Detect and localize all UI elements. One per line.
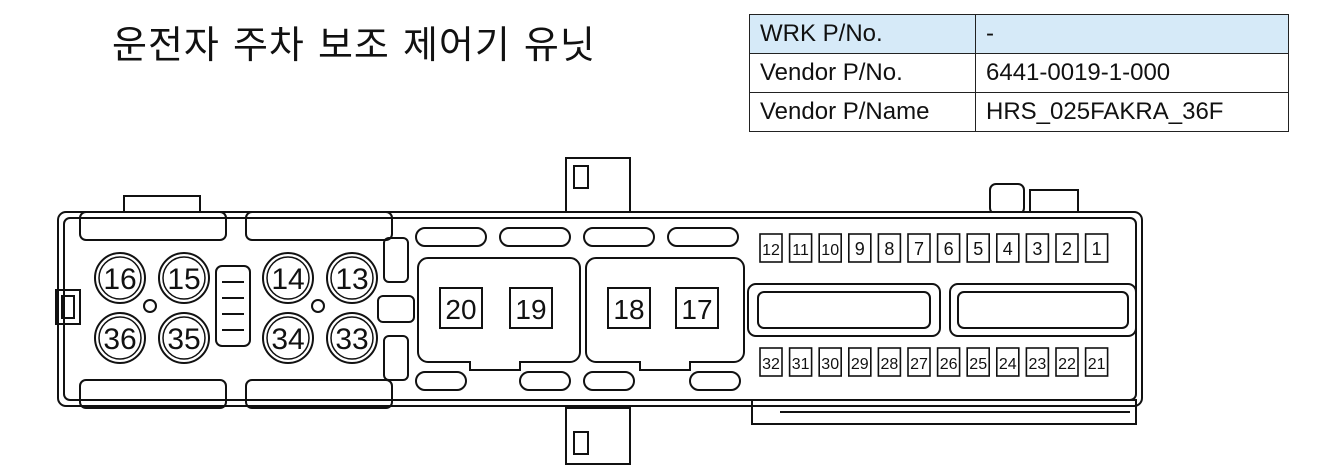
signal-pin-26: 26 (936, 347, 961, 377)
power-pin-19: 19 (509, 287, 553, 329)
signal-pin-31: 31 (788, 347, 813, 377)
top-row-pin-label: 9 (855, 239, 865, 259)
top-row-pin-label: 4 (1003, 239, 1013, 259)
coax-pin-13: 13 (326, 252, 378, 304)
signal-pin-7: 7 (907, 233, 931, 263)
coax-pin-label: 33 (335, 323, 368, 356)
power-pin-18: 18 (607, 287, 651, 329)
coax-pin-33: 33 (326, 312, 378, 364)
coax-pin-label: 16 (103, 263, 136, 296)
power-pin-label: 17 (681, 294, 712, 325)
top-row-pin-label: 3 (1032, 239, 1042, 259)
coax-pin-label: 15 (167, 263, 200, 296)
bottom-row-pin-label: 32 (762, 356, 780, 373)
coax-pin-label: 14 (271, 263, 304, 296)
top-row-pin-label: 1 (1092, 239, 1102, 259)
signal-pin-12: 12 (759, 233, 783, 263)
signal-pin-1: 1 (1084, 233, 1109, 263)
power-pin-17: 17 (675, 287, 719, 329)
bottom-row-pin-label: 23 (1029, 356, 1047, 373)
signal-pin-2: 2 (1055, 233, 1079, 263)
signal-pin-30: 30 (818, 347, 843, 377)
diagram-title: 운전자 주차 보조 제어기 유닛 (112, 23, 596, 67)
coax-pin-label: 34 (271, 323, 304, 356)
signal-pin-3: 3 (1025, 233, 1050, 263)
power-pin-20: 20 (439, 287, 483, 329)
wrk-pno-row: WRK P/No. - (749, 14, 1289, 54)
coax-pin-34: 34 (262, 312, 314, 364)
bottom-row-pin-label: 31 (792, 356, 810, 373)
signal-pin-9: 9 (847, 233, 872, 263)
coax-pin-label: 36 (103, 323, 136, 356)
signal-pin-29: 29 (847, 347, 872, 377)
power-pin-label: 18 (613, 294, 644, 325)
signal-pin-10: 10 (818, 233, 843, 263)
vendor-pno-value: 6441-0019-1-000 (975, 53, 1289, 93)
bottom-row-pin-label: 28 (881, 356, 899, 373)
coax-pin-16: 16 (94, 252, 146, 304)
signal-pin-25: 25 (966, 347, 991, 377)
bottom-row-pin-label: 29 (851, 356, 869, 373)
top-row-pin-label: 12 (762, 242, 780, 259)
signal-pin-21: 21 (1084, 347, 1109, 377)
top-row-pin-label: 5 (973, 239, 983, 259)
bottom-row-pin-label: 27 (910, 356, 928, 373)
signal-pin-4: 4 (995, 233, 1020, 263)
signal-pin-23: 23 (1025, 347, 1050, 377)
coax-pin-15: 15 (158, 252, 210, 304)
power-pin-label: 19 (515, 294, 546, 325)
part-info-table: WRK P/No. - Vendor P/No. 6441-0019-1-000… (749, 14, 1289, 132)
bottom-row-pin-label: 30 (821, 356, 839, 373)
top-row-pin-label: 6 (944, 239, 954, 259)
signal-pin-22: 22 (1055, 347, 1079, 377)
top-row-pin-label: 7 (914, 239, 924, 259)
top-row-pin-label: 10 (821, 242, 839, 259)
signal-pin-24: 24 (995, 347, 1020, 377)
wrk-pno-value: - (975, 14, 1289, 54)
top-row-pin-label: 11 (792, 242, 809, 259)
bottom-row-pin-label: 22 (1058, 356, 1076, 373)
connector-housing (55, 157, 1143, 465)
top-row-pin-label: 8 (884, 239, 894, 259)
coax-pin-14: 14 (262, 252, 314, 304)
wrk-pno-label: WRK P/No. (749, 14, 976, 54)
signal-pin-6: 6 (936, 233, 961, 263)
coax-pin-35: 35 (158, 312, 210, 364)
signal-pin-8: 8 (877, 233, 902, 263)
power-pin-label: 20 (445, 294, 476, 325)
top-row-pin-label: 2 (1062, 239, 1072, 259)
vendor-pname-value: HRS_025FAKRA_36F (975, 92, 1289, 132)
vendor-pname-label: Vendor P/Name (749, 92, 976, 132)
coax-pin-36: 36 (94, 312, 146, 364)
signal-pin-28: 28 (877, 347, 902, 377)
coax-pin-label: 35 (167, 323, 200, 356)
signal-pin-27: 27 (907, 347, 931, 377)
bottom-row-pin-label: 26 (940, 356, 958, 373)
bottom-row-pin-label: 25 (969, 356, 987, 373)
coax-pin-label: 13 (335, 263, 368, 296)
bottom-row-pin-label: 21 (1088, 356, 1106, 373)
vendor-pname-row: Vendor P/Name HRS_025FAKRA_36F (749, 92, 1289, 132)
signal-pin-5: 5 (966, 233, 991, 263)
bottom-row-pin-label: 24 (999, 356, 1017, 373)
signal-pin-32: 32 (759, 347, 783, 377)
signal-pin-11: 11 (788, 233, 813, 263)
